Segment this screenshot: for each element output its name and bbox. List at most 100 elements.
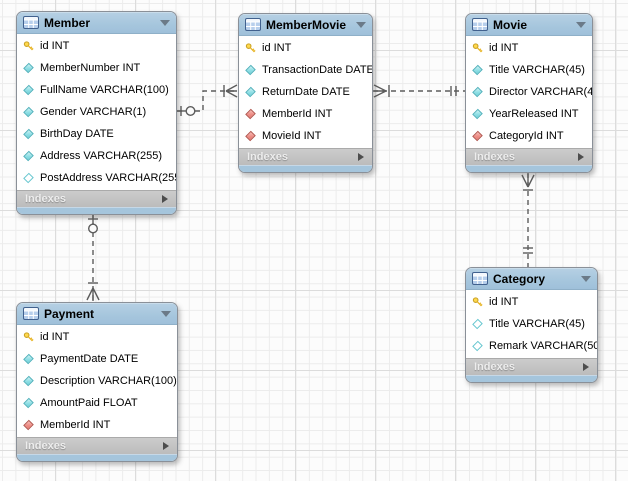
column-notnull-icon bbox=[245, 64, 256, 76]
primary-key-icon bbox=[472, 297, 483, 308]
column-row[interactable]: Gender VARCHAR(1) bbox=[17, 101, 176, 123]
column-row[interactable]: id INT bbox=[17, 35, 176, 57]
column-text: AmountPaid FLOAT bbox=[40, 397, 138, 409]
column-text: MovieId INT bbox=[262, 130, 322, 142]
column-nullable-icon bbox=[472, 318, 483, 330]
column-row[interactable]: CategoryId INT bbox=[466, 125, 592, 147]
column-row[interactable]: TransactionDate DATE bbox=[239, 59, 372, 81]
table-header[interactable]: Member bbox=[17, 12, 176, 34]
table-icon bbox=[23, 16, 39, 29]
indexes-bar[interactable]: Indexes bbox=[17, 190, 176, 207]
column-row[interactable]: MovieId INT bbox=[239, 125, 372, 147]
foreign-key-icon bbox=[245, 108, 256, 120]
table-category[interactable]: Category id INT Title VARCHAR(45) Remark… bbox=[465, 267, 598, 383]
table-membermovie[interactable]: MemberMovie id INT TransactionDate DATE … bbox=[238, 13, 373, 173]
column-text: TransactionDate DATE bbox=[262, 64, 373, 76]
column-row[interactable]: id INT bbox=[239, 37, 372, 59]
column-list: id INT PaymentDate DATE Description VARC… bbox=[17, 325, 177, 437]
primary-key-icon bbox=[23, 41, 34, 52]
relationship-movie-category[interactable] bbox=[521, 173, 535, 267]
indexes-label: Indexes bbox=[474, 151, 515, 163]
crow-foot-many-glyph bbox=[521, 174, 535, 188]
column-notnull-icon bbox=[472, 108, 483, 120]
column-row[interactable]: MemberId INT bbox=[239, 103, 372, 125]
table-title: Category bbox=[493, 271, 546, 286]
column-nullable-icon bbox=[23, 172, 34, 184]
column-row[interactable]: Description VARCHAR(100) bbox=[17, 370, 177, 392]
column-row[interactable]: id INT bbox=[17, 326, 177, 348]
column-row[interactable]: id INT bbox=[466, 291, 597, 313]
column-text: YearReleased INT bbox=[489, 108, 579, 120]
column-row[interactable]: YearReleased INT bbox=[466, 103, 592, 125]
column-text: Description VARCHAR(100) bbox=[40, 375, 177, 387]
column-text: id INT bbox=[40, 40, 70, 52]
collapse-arrow-icon[interactable] bbox=[161, 310, 171, 317]
column-row[interactable]: MemberNumber INT bbox=[17, 57, 176, 79]
table-payment[interactable]: Payment id INT PaymentDate DATE Descript… bbox=[16, 302, 178, 462]
column-notnull-icon bbox=[23, 150, 34, 162]
column-notnull-icon bbox=[23, 397, 34, 409]
table-icon bbox=[472, 18, 488, 31]
column-row[interactable]: Director VARCHAR(45) bbox=[466, 81, 592, 103]
column-text: id INT bbox=[262, 42, 292, 54]
column-list: id INT TransactionDate DATE ReturnDate D… bbox=[239, 36, 372, 148]
column-row[interactable]: FullName VARCHAR(100) bbox=[17, 79, 176, 101]
column-row[interactable]: Address VARCHAR(255) bbox=[17, 145, 176, 167]
table-header[interactable]: MemberMovie bbox=[239, 14, 372, 36]
column-notnull-icon bbox=[245, 86, 256, 98]
relationship-membermovie-movie[interactable] bbox=[373, 84, 465, 98]
column-row[interactable]: Title VARCHAR(45) bbox=[466, 313, 597, 335]
expand-arrow-icon bbox=[163, 442, 169, 450]
table-header[interactable]: Category bbox=[466, 268, 597, 290]
column-row[interactable]: ReturnDate DATE bbox=[239, 81, 372, 103]
table-footer-strip bbox=[466, 375, 597, 382]
indexes-bar[interactable]: Indexes bbox=[466, 148, 592, 165]
column-row[interactable]: BirthDay DATE bbox=[17, 123, 176, 145]
column-text: BirthDay DATE bbox=[40, 128, 114, 140]
column-row[interactable]: Title VARCHAR(45) bbox=[466, 59, 592, 81]
column-text: ReturnDate DATE bbox=[262, 86, 350, 98]
table-footer-strip bbox=[17, 454, 177, 461]
primary-key-icon bbox=[472, 43, 483, 54]
column-text: Address VARCHAR(255) bbox=[40, 150, 163, 162]
table-member[interactable]: Member id INT MemberNumber INT FullName … bbox=[16, 11, 177, 215]
table-footer-strip bbox=[17, 207, 176, 214]
column-text: Gender VARCHAR(1) bbox=[40, 106, 147, 118]
collapse-arrow-icon[interactable] bbox=[581, 275, 591, 282]
column-row[interactable]: PostAddress VARCHAR(255) bbox=[17, 167, 176, 189]
indexes-bar[interactable]: Indexes bbox=[466, 358, 597, 375]
column-row[interactable]: Remark VARCHAR(500) bbox=[466, 335, 597, 357]
column-text: Title VARCHAR(45) bbox=[489, 64, 585, 76]
collapse-arrow-icon[interactable] bbox=[356, 21, 366, 28]
column-text: MemberNumber INT bbox=[40, 62, 141, 74]
table-header[interactable]: Payment bbox=[17, 303, 177, 325]
indexes-label: Indexes bbox=[25, 440, 66, 452]
column-notnull-icon bbox=[23, 62, 34, 74]
collapse-arrow-icon[interactable] bbox=[576, 21, 586, 28]
collapse-arrow-icon[interactable] bbox=[160, 19, 170, 26]
column-row[interactable]: id INT bbox=[466, 37, 592, 59]
crow-foot-many-glyph bbox=[225, 84, 238, 98]
indexes-bar[interactable]: Indexes bbox=[239, 148, 372, 165]
primary-key-icon bbox=[23, 332, 34, 343]
table-icon bbox=[23, 307, 39, 320]
column-row[interactable]: MemberId INT bbox=[17, 414, 177, 436]
table-movie[interactable]: Movie id INT Title VARCHAR(45) Director … bbox=[465, 13, 593, 173]
table-title: MemberMovie bbox=[266, 17, 347, 32]
column-text: id INT bbox=[40, 331, 70, 343]
column-row[interactable]: PaymentDate DATE bbox=[17, 348, 177, 370]
column-notnull-icon bbox=[23, 375, 34, 387]
expand-arrow-icon bbox=[162, 195, 168, 203]
column-notnull-icon bbox=[23, 353, 34, 365]
relationship-member-membermovie[interactable] bbox=[177, 84, 238, 116]
table-title: Payment bbox=[44, 306, 95, 321]
relationship-line[interactable] bbox=[177, 90, 238, 112]
relationship-member-payment[interactable] bbox=[86, 214, 100, 302]
column-row[interactable]: AmountPaid FLOAT bbox=[17, 392, 177, 414]
indexes-bar[interactable]: Indexes bbox=[17, 437, 177, 454]
column-text: Remark VARCHAR(500) bbox=[489, 340, 598, 352]
column-list: id INT MemberNumber INT FullName VARCHAR… bbox=[17, 34, 176, 190]
foreign-key-icon bbox=[245, 130, 256, 142]
table-header[interactable]: Movie bbox=[466, 14, 592, 36]
